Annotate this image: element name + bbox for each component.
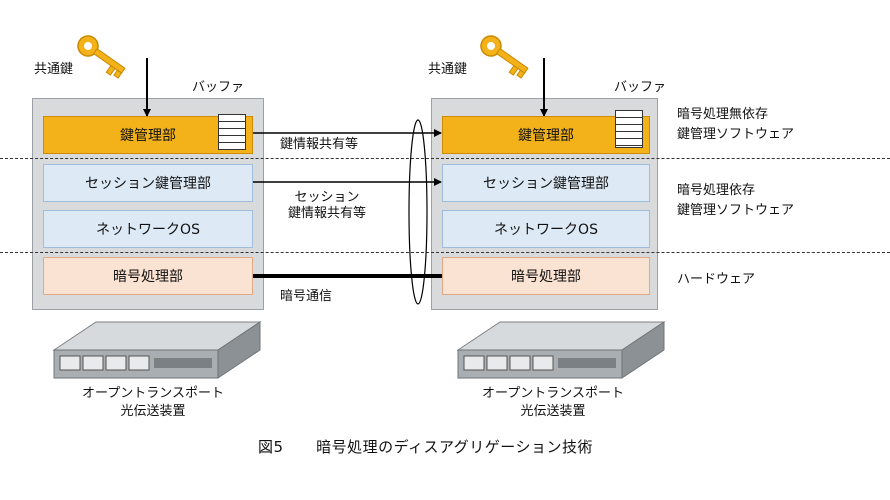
left-key-management-label: 鍵管理部 bbox=[120, 128, 176, 144]
left-buffer-label: バッファ bbox=[192, 80, 245, 95]
crypto-comm-label: 暗号通信 bbox=[280, 289, 333, 304]
left-buffer-icon bbox=[218, 114, 246, 150]
figure-title: 暗号処理のディスアグリゲーション技術 bbox=[316, 438, 594, 456]
left-key-label: 共通鍵 bbox=[34, 62, 74, 77]
left-equipment-label: オープントランスポート 光伝送装置 bbox=[48, 385, 258, 421]
layer-divider-upper bbox=[0, 158, 890, 159]
right-transport-device-icon bbox=[456, 321, 666, 379]
session-link-label-line2: 鍵情報共有等 bbox=[287, 206, 366, 221]
key-info-sharing-label: 鍵情報共有等 bbox=[280, 137, 359, 152]
left-network-os-label: ネットワークOS bbox=[96, 222, 200, 238]
right-equipment-line1: オープントランスポート bbox=[482, 386, 624, 401]
left-session-key-management-unit: セッション鍵管理部 bbox=[43, 164, 253, 202]
figure-caption: 図5 暗号処理のディスアグリゲーション技術 bbox=[258, 436, 593, 457]
layer-independent-line2: 鍵管理ソフトウェア bbox=[677, 127, 795, 142]
right-equipment-line2: 光伝送装置 bbox=[520, 404, 586, 419]
layer-independent-line1: 暗号処理無依存 bbox=[677, 107, 769, 122]
right-session-key-management-unit: セッション鍵管理部 bbox=[442, 164, 650, 202]
link-ellipse bbox=[408, 119, 428, 305]
layer-dependent-line1: 暗号処理依存 bbox=[677, 183, 756, 198]
left-session-key-management-label: セッション鍵管理部 bbox=[85, 176, 211, 192]
right-buffer-label: バッファ bbox=[614, 80, 667, 95]
right-key-management-label: 鍵管理部 bbox=[518, 128, 574, 144]
left-crypto-unit: 暗号処理部 bbox=[43, 257, 253, 295]
right-equipment-label: オープントランスポート 光伝送装置 bbox=[448, 385, 658, 421]
left-equipment-line2: 光伝送装置 bbox=[120, 404, 186, 419]
right-network-os-unit: ネットワークOS bbox=[442, 210, 650, 248]
left-crypto-unit-label: 暗号処理部 bbox=[113, 269, 183, 285]
layer-divider-lower bbox=[0, 252, 890, 253]
session-link-label-line1: セッション bbox=[294, 190, 360, 205]
left-transport-device-icon bbox=[52, 321, 262, 379]
right-session-key-management-label: セッション鍵管理部 bbox=[483, 176, 609, 192]
layer-hardware-label: ハードウェア bbox=[677, 272, 756, 287]
right-buffer-icon bbox=[615, 110, 643, 148]
left-equipment-line1: オープントランスポート bbox=[82, 386, 224, 401]
right-key-icon bbox=[480, 35, 529, 79]
left-network-os-unit: ネットワークOS bbox=[43, 210, 253, 248]
right-crypto-unit: 暗号処理部 bbox=[442, 257, 650, 295]
left-key-icon bbox=[77, 35, 126, 79]
layer-dependent-line2: 鍵管理ソフトウェア bbox=[677, 203, 795, 218]
right-network-os-label: ネットワークOS bbox=[494, 222, 598, 238]
session-link-label: セッション 鍵情報共有等 bbox=[272, 190, 382, 222]
figure-number: 図5 bbox=[258, 438, 284, 456]
right-crypto-unit-label: 暗号処理部 bbox=[511, 269, 581, 285]
right-key-label: 共通鍵 bbox=[428, 62, 468, 77]
layer-independent-label: 暗号処理無依存 鍵管理ソフトウェア bbox=[677, 105, 794, 145]
layer-dependent-label: 暗号処理依存 鍵管理ソフトウェア bbox=[677, 181, 794, 221]
